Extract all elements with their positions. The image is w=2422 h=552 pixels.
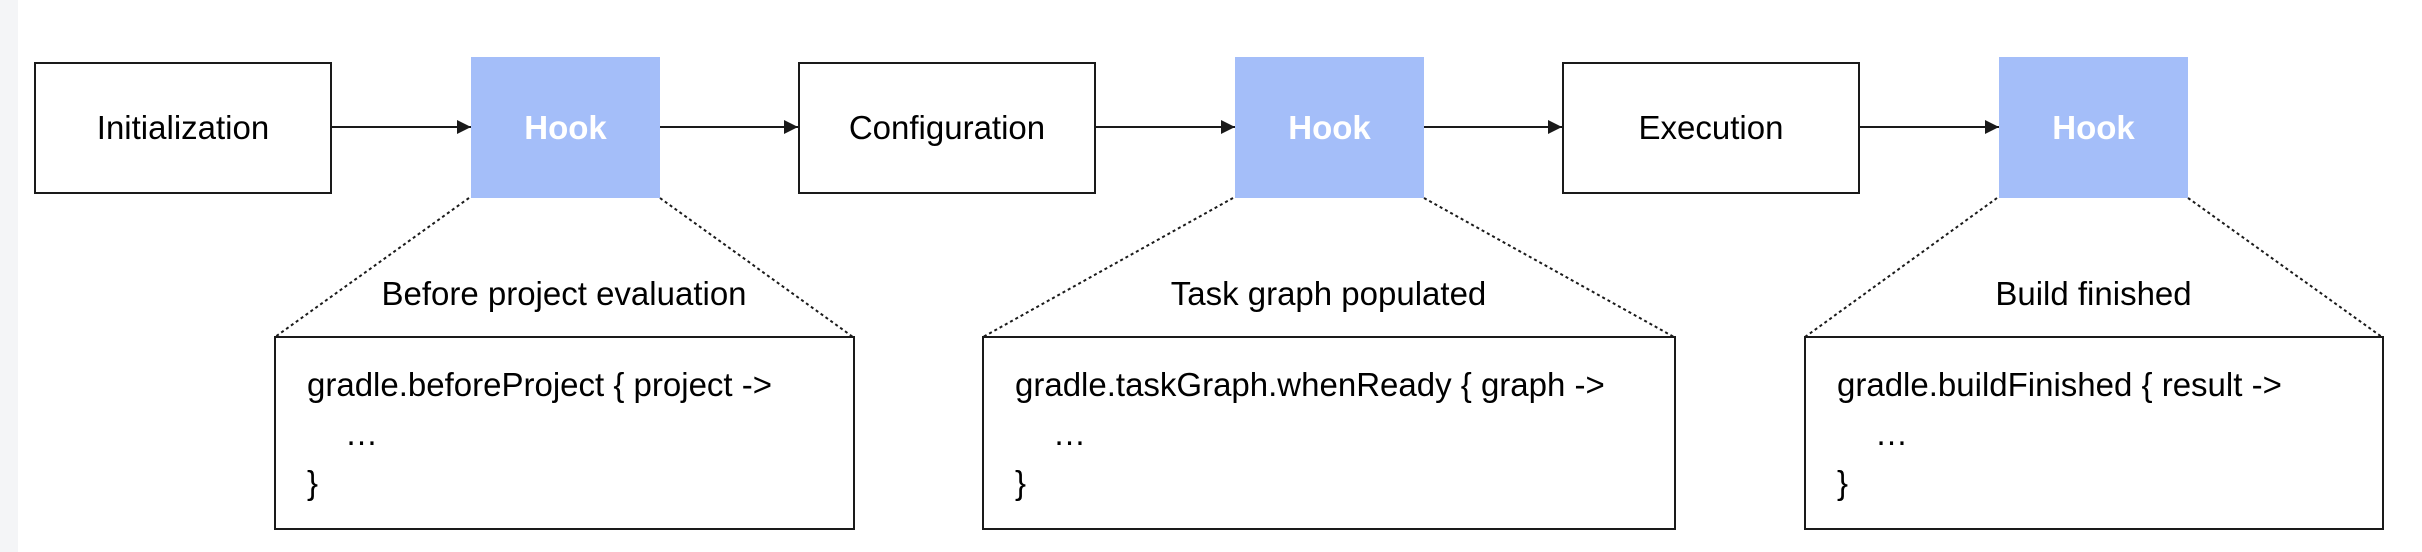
left-margin-strip xyxy=(0,0,18,552)
code-line: … xyxy=(345,414,378,452)
code-line: gradle.taskGraph.whenReady { graph -> xyxy=(1015,365,1605,403)
zoom-line-left-1 xyxy=(274,197,470,338)
code-line: gradle.beforeProject { project -> xyxy=(307,365,773,403)
hook-after-configuration: Hook xyxy=(1235,57,1424,198)
stage-execution: Execution xyxy=(1562,62,1860,194)
caption-build-finished: Build finished xyxy=(1995,275,2192,312)
code-line: } xyxy=(1837,463,1849,501)
code-line: } xyxy=(307,463,319,501)
zoom-line-left-2 xyxy=(982,197,1234,338)
caption-before-project-evaluation: Before project evaluation xyxy=(381,275,747,312)
hook-after-execution: Hook xyxy=(1999,57,2188,198)
caption-task-graph-populated: Task graph populated xyxy=(1170,275,1487,312)
code-task-graph-when-ready: gradle.taskGraph.whenReady { graph -> … … xyxy=(982,336,1676,530)
code-line: } xyxy=(1015,463,1027,501)
zoom-line-right-3 xyxy=(2187,197,2383,338)
zoom-line-right-1 xyxy=(659,197,854,338)
hook-after-initialization: Hook xyxy=(471,57,660,198)
stage-configuration: Configuration xyxy=(798,62,1096,194)
code-before-project: gradle.beforeProject { project -> … } xyxy=(274,336,855,530)
code-line: … xyxy=(1053,414,1086,452)
zoom-line-left-3 xyxy=(1804,197,1998,338)
zoom-line-right-2 xyxy=(1423,197,1675,338)
stage-initialization: Initialization xyxy=(34,62,332,194)
code-line: … xyxy=(1875,414,1908,452)
code-build-finished: gradle.buildFinished { result -> … } xyxy=(1804,336,2384,530)
code-line: gradle.buildFinished { result -> xyxy=(1837,365,2282,403)
